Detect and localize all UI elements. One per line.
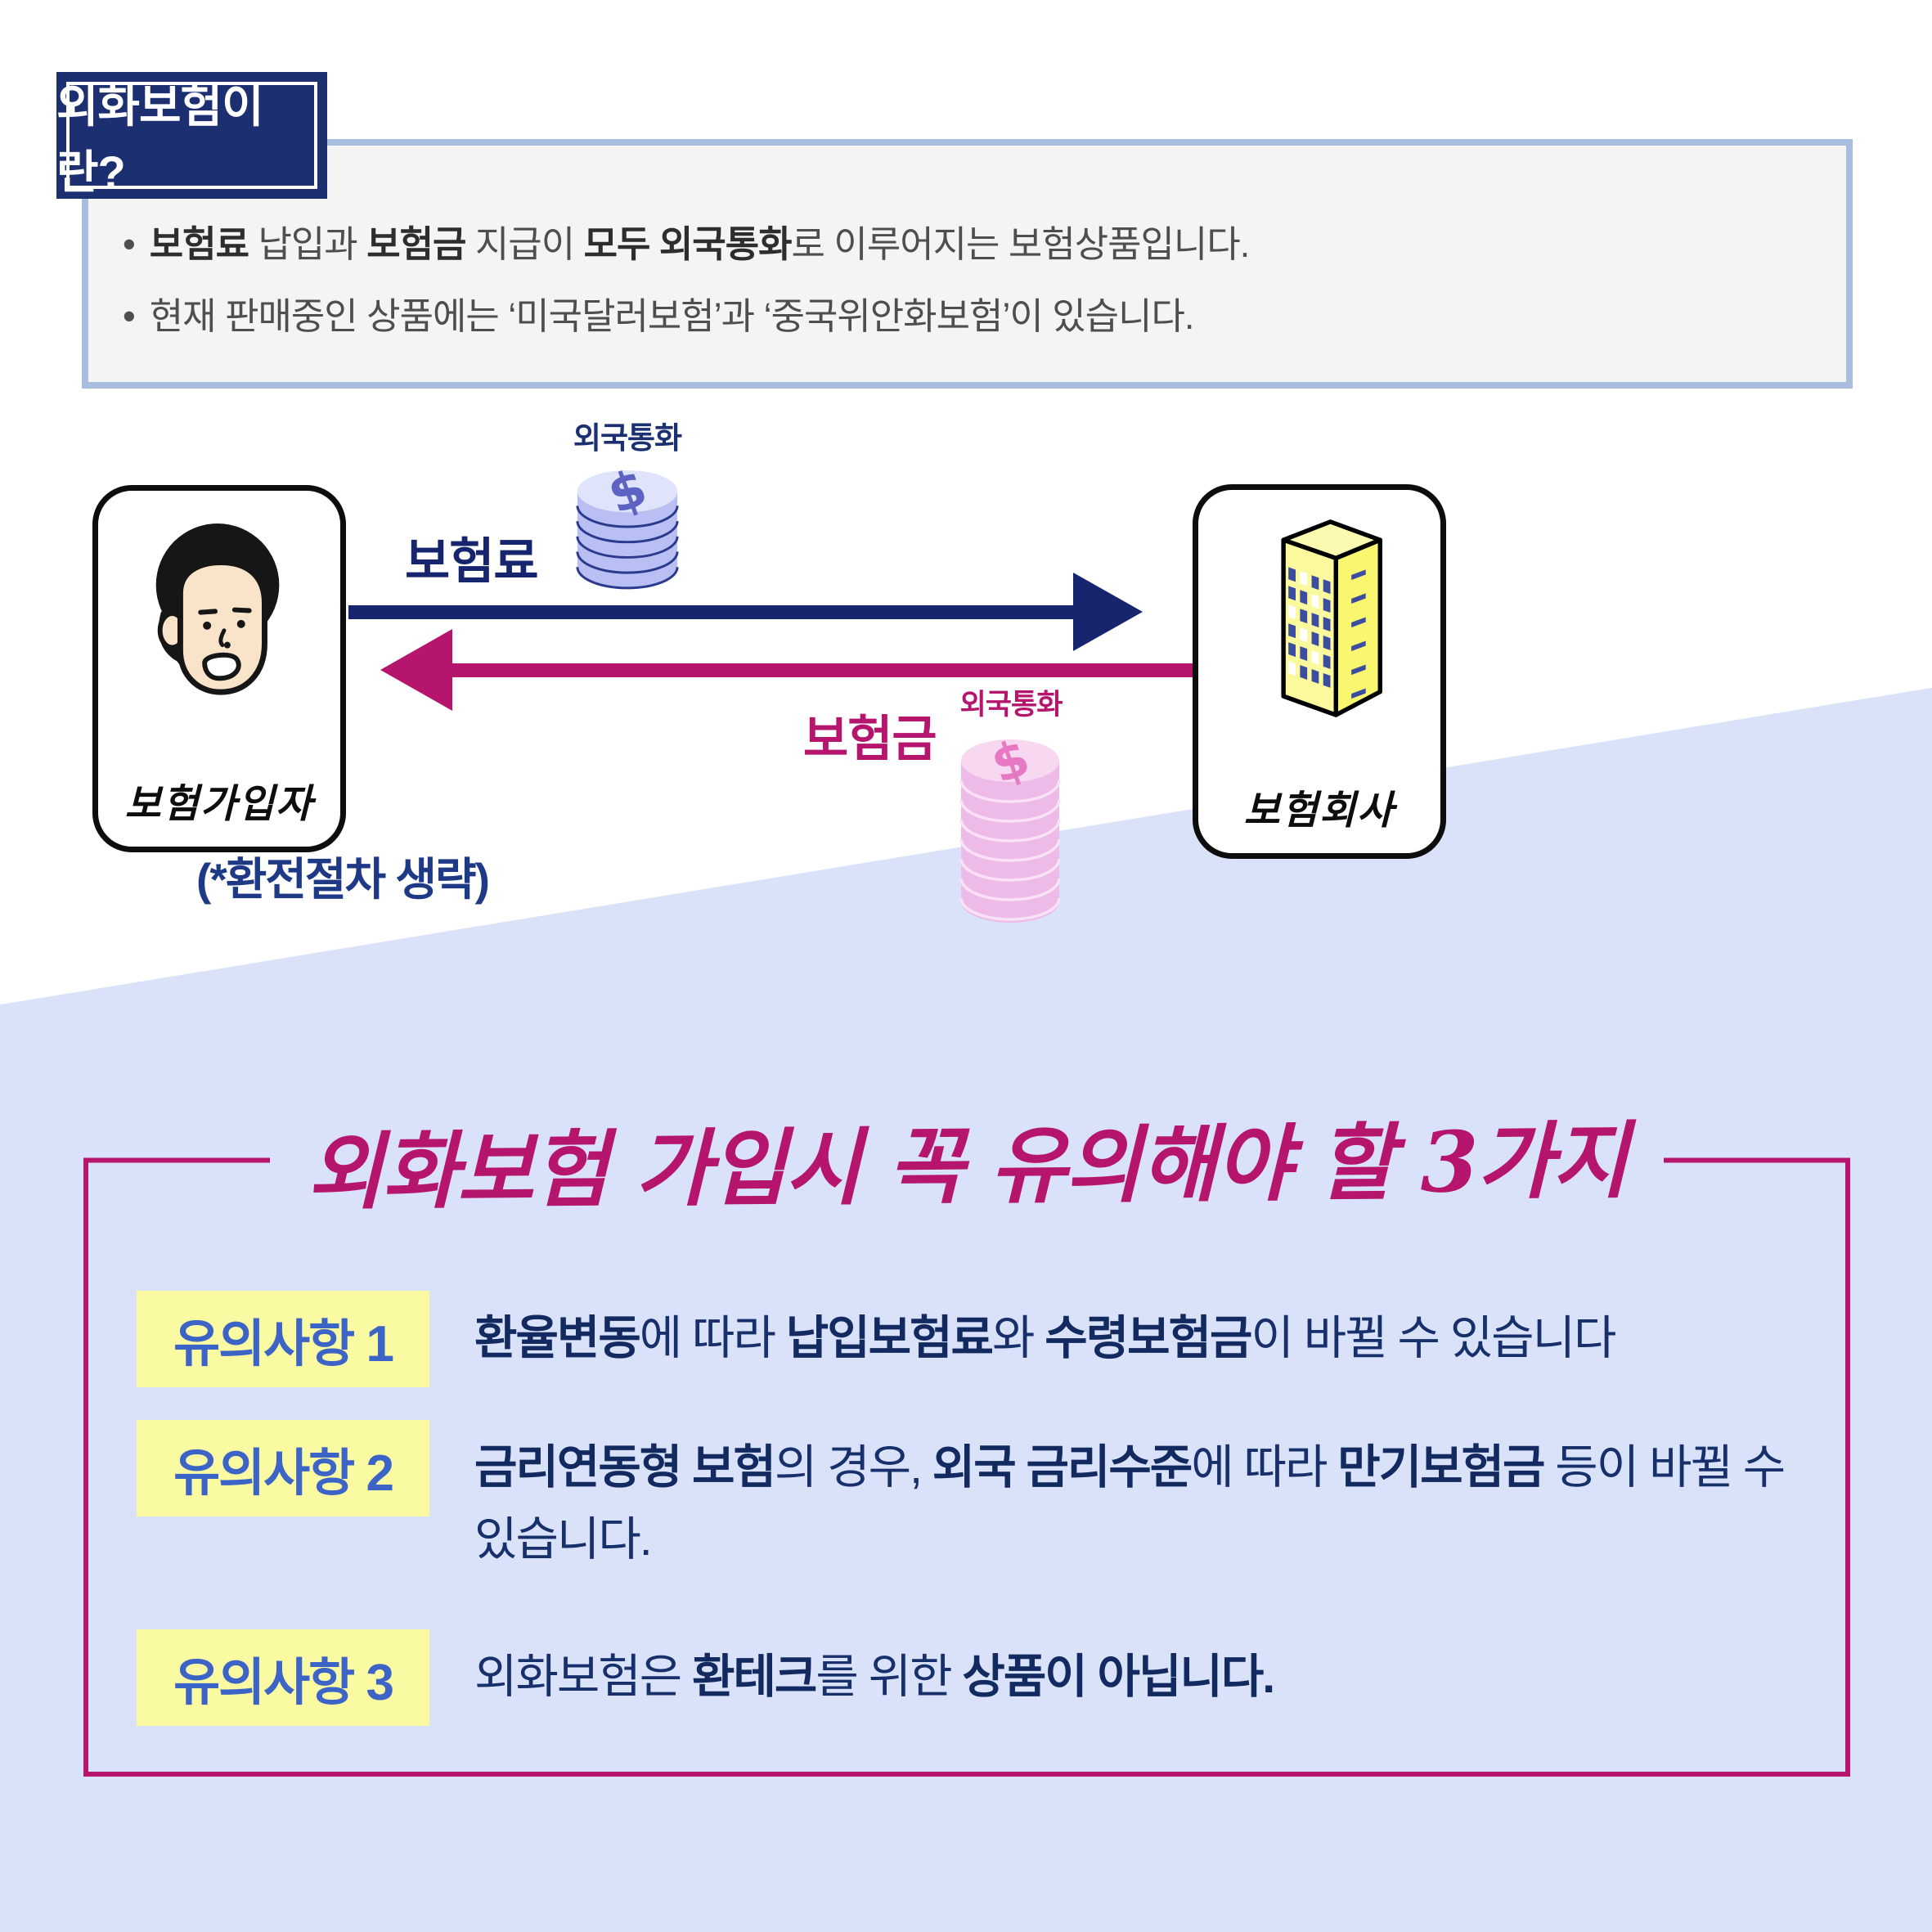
notice-item-1: 유의사항 1 환율변동에 따라 납입보험료와 수령보험금이 바뀔 수 있습니다 — [137, 1291, 1822, 1387]
company-card-label: 보험회사 — [1243, 788, 1395, 833]
notice-item-3-badge: 유의사항 3 — [137, 1629, 429, 1726]
notice-title-row: 외화보험 가입시 꼭 유의해야 할 3가지 — [83, 1100, 1851, 1222]
notice-title-left-line — [83, 1157, 270, 1162]
exchange-footnote: (*환전절차 생략) — [196, 854, 490, 905]
premium-dollar-coin-stack-icon: $ — [576, 456, 679, 590]
benefit-arrow-shaft — [452, 663, 1193, 677]
premium-arrow-right-icon — [1073, 573, 1143, 651]
building-icon — [1281, 519, 1382, 717]
notice-item-2-badge: 유의사항 2 — [137, 1420, 429, 1516]
page-title-plate: 외화보험이란? — [56, 72, 327, 199]
premium-arrow-shaft — [348, 605, 1076, 619]
intro-bullet-list: 보험료 납입과 보험금 지급이 모두 외국통화로 이루어지는 보험상품입니다. … — [123, 209, 1250, 353]
notice-item-3: 유의사항 3 외화보험은 환테크를 위한 상품이 아닙니다. — [137, 1629, 1822, 1726]
notice-title: 외화보험 가입시 꼭 유의해야 할 3가지 — [306, 1112, 1628, 1222]
benefit-arrow-left-icon — [380, 629, 452, 711]
notice-box — [83, 1160, 1850, 1777]
benefit-currency-label: 외국통화 — [959, 689, 1063, 721]
company-card: 보험회사 — [1193, 484, 1446, 859]
notice-item-1-text: 환율변동에 따라 납입보험료와 수령보험금이 바뀔 수 있습니다 — [474, 1312, 1616, 1364]
intro-bullet-2: 현재 판매중인 상품에는 ‘미국달러보험’과 ‘중국위안화보험’이 있습니다. — [123, 281, 1249, 353]
benefit-label: 보험금 — [803, 712, 937, 766]
benefit-dollar-coin-stack-icon: $ — [959, 727, 1061, 923]
notice-title-right-line — [1664, 1157, 1851, 1162]
premium-label: 보험료 — [405, 534, 539, 589]
notice-item-2-text: 금리연동형 보험의 경우, 외국 금리수준에 따라 만기보험금 등이 바뀔 수 … — [474, 1441, 1786, 1566]
notice-item-1-badge: 유의사항 1 — [137, 1291, 429, 1387]
subscriber-card: 보험가입자 — [92, 485, 346, 852]
notice-item-2: 유의사항 2 금리연동형 보험의 경우, 외국 금리수준에 따라 만기보험금 등… — [137, 1420, 1822, 1576]
page-title: 외화보험이란? — [56, 79, 264, 198]
subscriber-card-label: 보험가입자 — [124, 781, 314, 827]
person-icon — [155, 523, 280, 695]
intro-bullet-1: 보험료 납입과 보험금 지급이 모두 외국통화로 이루어지는 보험상품입니다. — [123, 209, 1250, 281]
notice-item-3-text: 외화보험은 환테크를 위한 상품이 아닙니다. — [474, 1651, 1275, 1703]
premium-currency-label: 외국통화 — [573, 421, 682, 455]
